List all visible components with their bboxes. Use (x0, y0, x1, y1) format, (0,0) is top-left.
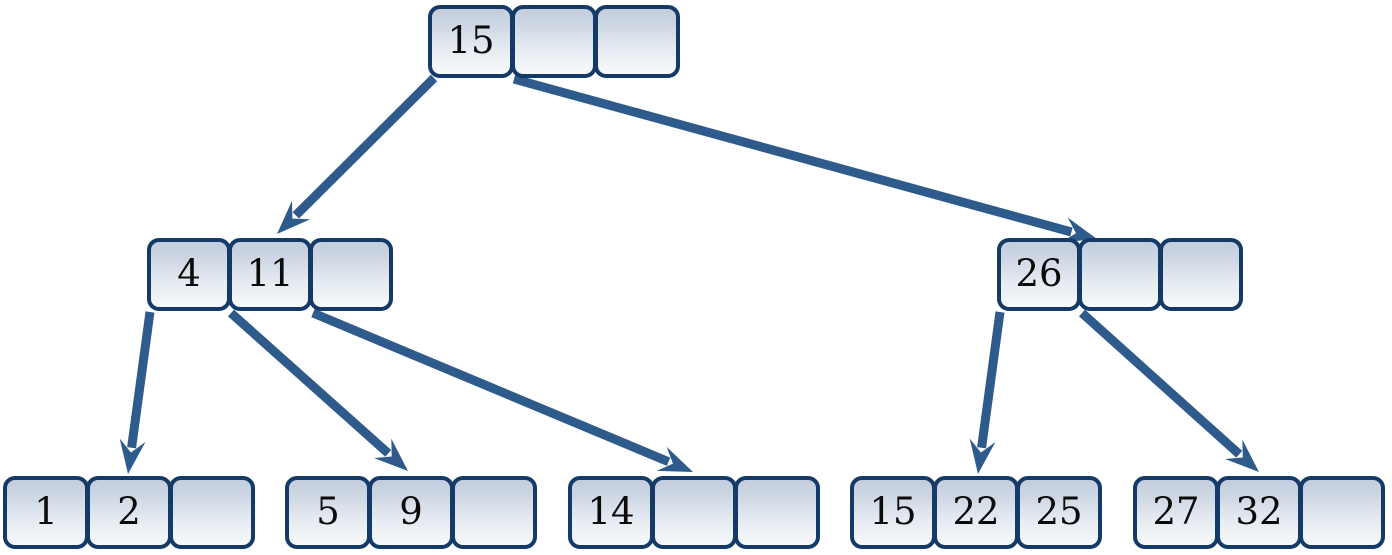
edge-internal-left-to-leaf-1-shaft (127, 311, 155, 449)
root-node-cell-2[interactable] (511, 5, 597, 78)
edge-internal-left-to-leaf-1-arrowhead-icon (119, 438, 146, 474)
internal-node-left-cell-3[interactable] (309, 238, 393, 311)
edge-root-to-internal-left-shaft (292, 74, 438, 219)
edge-internal-right-to-leaf-4-arrowhead-icon (969, 438, 996, 474)
edge-internal-right-to-leaf-5 (1078, 309, 1259, 472)
edge-root-to-internal-right (512, 74, 1097, 243)
edge-internal-left-to-leaf-1 (119, 311, 155, 474)
root-node-cell-1[interactable]: 15 (428, 5, 514, 78)
edge-internal-left-to-leaf-3-shaft (311, 308, 671, 466)
edge-internal-left-to-leaf-2 (228, 309, 408, 471)
edge-internal-left-to-leaf-3-arrowhead-icon (656, 446, 693, 472)
leaf-node-5-cell-3[interactable] (1299, 476, 1385, 549)
cell-value: 25 (1035, 490, 1083, 533)
cell-value: 26 (1015, 252, 1063, 295)
cell-value: 4 (177, 252, 201, 295)
leaf-node-1-cell-3[interactable] (169, 476, 255, 549)
root-node-cell-3[interactable] (594, 5, 680, 78)
root-node[interactable]: 15 (428, 5, 680, 78)
cell-value: 22 (952, 490, 1000, 533)
cell-value: 15 (869, 490, 917, 533)
edge-internal-right-to-leaf-5-shaft (1078, 309, 1243, 458)
leaf-node-3[interactable]: 14 (568, 476, 820, 549)
internal-node-right-cell-3[interactable] (1159, 238, 1243, 311)
leaf-node-3-cell-1[interactable]: 14 (568, 476, 654, 549)
edge-internal-right-to-leaf-4-shaft (977, 311, 1005, 449)
edge-internal-left-to-leaf-3 (311, 308, 693, 472)
leaf-node-3-cell-2[interactable] (651, 476, 737, 549)
edge-internal-left-to-leaf-2-arrowhead-icon (373, 438, 408, 471)
cell-value: 15 (447, 19, 495, 62)
cell-value: 2 (117, 490, 141, 533)
internal-node-left-cell-2[interactable]: 11 (228, 238, 312, 311)
leaf-node-4-cell-3[interactable]: 25 (1016, 476, 1102, 549)
leaf-node-5-cell-1[interactable]: 27 (1133, 476, 1219, 549)
edge-internal-right-to-leaf-4 (969, 311, 1005, 474)
cell-value: 27 (1152, 490, 1200, 533)
cell-value: 9 (399, 490, 423, 533)
internal-node-left[interactable]: 4 11 (147, 238, 393, 311)
internal-node-right-cell-2[interactable] (1078, 238, 1162, 311)
internal-node-right-cell-1[interactable]: 26 (997, 238, 1081, 311)
leaf-node-4-cell-1[interactable]: 15 (850, 476, 936, 549)
edge-root-to-internal-right-arrowhead-icon (1060, 217, 1097, 243)
leaf-node-2-cell-2[interactable]: 9 (368, 476, 454, 549)
leaf-node-4[interactable]: 15 22 25 (850, 476, 1102, 549)
internal-node-right[interactable]: 26 (997, 238, 1243, 311)
edge-internal-right-to-leaf-5-arrowhead-icon (1225, 439, 1259, 472)
edge-root-to-internal-left (277, 74, 438, 234)
leaf-node-5-cell-2[interactable]: 32 (1216, 476, 1302, 549)
cell-value: 1 (34, 490, 58, 533)
edge-internal-left-to-leaf-2-shaft (228, 309, 392, 457)
leaf-node-1-cell-1[interactable]: 1 (3, 476, 89, 549)
leaf-node-4-cell-2[interactable]: 22 (933, 476, 1019, 549)
leaf-node-2-cell-3[interactable] (451, 476, 537, 549)
leaf-node-2-cell-1[interactable]: 5 (285, 476, 371, 549)
cell-value: 14 (587, 490, 635, 533)
edge-root-to-internal-right-shaft (512, 74, 1073, 237)
internal-node-left-cell-1[interactable]: 4 (147, 238, 231, 311)
cell-value: 32 (1235, 490, 1283, 533)
leaf-node-5[interactable]: 27 32 (1133, 476, 1385, 549)
leaf-node-3-cell-3[interactable] (734, 476, 820, 549)
edge-root-to-internal-left-arrowhead-icon (277, 200, 311, 234)
cell-value: 5 (316, 490, 340, 533)
leaf-node-1-cell-2[interactable]: 2 (86, 476, 172, 549)
cell-value: 11 (246, 252, 294, 295)
